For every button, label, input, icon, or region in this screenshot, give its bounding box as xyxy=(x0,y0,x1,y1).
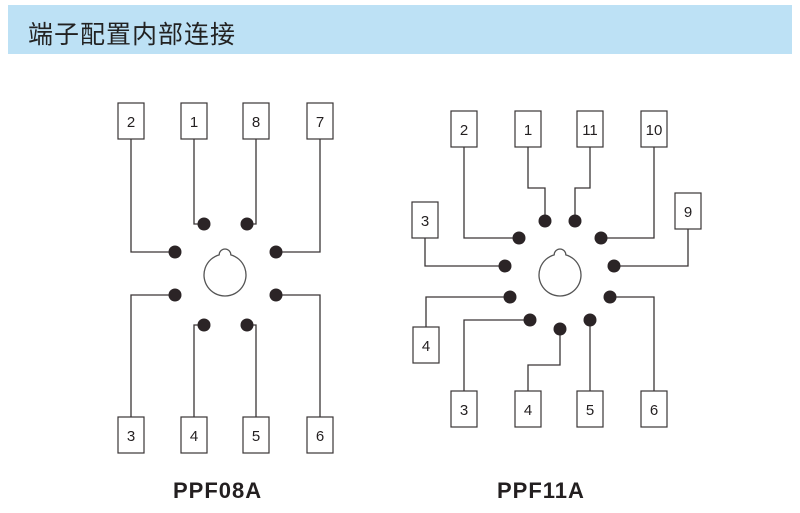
ppf08a-pin-4 xyxy=(269,245,283,259)
ppf11a-terminal-11-label: 11 xyxy=(582,122,598,139)
ppf11a-terminal-6-label: 6 xyxy=(650,402,658,419)
ppf08a-wire-3 xyxy=(130,294,175,417)
ppf08a-terminal-5-label: 5 xyxy=(252,428,260,445)
ppf11a-side-terminal-3-label: 3 xyxy=(421,213,429,230)
ppf11a-pin-1 xyxy=(512,231,526,245)
ppf08a-wire-1 xyxy=(193,139,204,225)
ppf08a-key-socket xyxy=(203,248,247,297)
ppf11a-wire-9 xyxy=(614,229,689,267)
ppf11a-wire-10 xyxy=(601,147,655,239)
ppf11a-pin-7 xyxy=(503,290,517,304)
ppf11a-terminal-6-box xyxy=(640,390,668,428)
ppf08a-terminal-5-box xyxy=(242,416,270,454)
ppf11a-wire-4 xyxy=(527,329,561,391)
ppf08a-wire-4 xyxy=(193,324,204,417)
ppf11a-wire-4s xyxy=(425,296,510,327)
ppf11a-terminal-4-box xyxy=(514,390,542,428)
ppf11a-terminal-1-label: 1 xyxy=(524,122,532,139)
ppf11a-pin-9 xyxy=(523,313,537,327)
ppf11a-wire-1 xyxy=(527,147,546,221)
ppf11a-terminal-4-label: 4 xyxy=(524,402,532,419)
ppf08a-wire-2 xyxy=(130,139,175,253)
ppf11a-wire-3s xyxy=(424,238,505,267)
ppf11a-terminal-10-box xyxy=(640,110,668,148)
ppf08a-terminal-6-box xyxy=(306,416,334,454)
ppf08a-terminal-8-label: 8 xyxy=(252,114,260,131)
ppf11a-wire-6 xyxy=(610,296,655,391)
ppf08a-terminal-1-label: 1 xyxy=(190,114,198,131)
header-banner: 端子配置内部连接 xyxy=(8,5,792,54)
ppf11a-key-socket xyxy=(538,248,582,297)
ppf11a-terminal-2-box xyxy=(450,110,478,148)
ppf11a-terminal-5-box xyxy=(576,390,604,428)
ppf11a-pin-5 xyxy=(498,259,512,273)
ppf08a-pin-5 xyxy=(168,288,182,302)
ppf11a-terminal-1-box xyxy=(514,110,542,148)
ppf11a-terminal-3-box xyxy=(450,390,478,428)
ppf08a-terminal-2-label: 2 xyxy=(127,114,135,131)
ppf11a-wire-3 xyxy=(463,319,530,391)
page-title: 端子配置内部连接 xyxy=(28,20,237,49)
ppf11a-side-terminal-3-box xyxy=(411,201,439,239)
ppf08a-wire-8 xyxy=(247,139,257,225)
ppf08a-terminal-1-box xyxy=(180,102,208,140)
ppf11a-pin-6 xyxy=(607,259,621,273)
ppf08a-terminal-7-box xyxy=(306,102,334,140)
ppf11a-terminal-2-label: 2 xyxy=(460,122,468,139)
ppf11a-side-terminal-4-label: 4 xyxy=(422,338,430,355)
ppf08a-terminal-8-box xyxy=(242,102,270,140)
ppf08a-wire-6 xyxy=(276,294,321,417)
ppf08a-wire-5 xyxy=(247,324,257,417)
ppf11a-terminal-11-box xyxy=(576,110,604,148)
ppf08a-terminal-7-label: 7 xyxy=(316,114,324,131)
ppf08a-pin-2 xyxy=(197,217,211,231)
ppf11a-wire-11 xyxy=(574,147,591,221)
ppf11a-pin-3 xyxy=(568,214,582,228)
ppf08a-pin-1 xyxy=(168,245,182,259)
ppf11a-terminal-10-label: 10 xyxy=(646,122,663,139)
ppf08a-pin-6 xyxy=(197,318,211,332)
ppf08a-terminal-3-box xyxy=(117,416,145,454)
ppf08a-pin-8 xyxy=(269,288,283,302)
ppf11a-side-terminal-9-box xyxy=(674,192,702,230)
ppf08a-wire-7 xyxy=(276,139,321,253)
ppf11a-terminal-5-label: 5 xyxy=(586,402,594,419)
ppf08a-terminal-4-box xyxy=(180,416,208,454)
ppf11a-wire-2 xyxy=(463,147,519,239)
ppf08a-terminal-4-label: 4 xyxy=(190,428,198,445)
ppf11a-pin-8 xyxy=(603,290,617,304)
ppf11a-pin-2 xyxy=(538,214,552,228)
ppf11a-side-terminal-9-label: 9 xyxy=(684,204,692,221)
ppf08a-pin-3 xyxy=(240,217,254,231)
ppf08a-pin-7 xyxy=(240,318,254,332)
ppf08a-terminal-2-box xyxy=(117,102,145,140)
ppf11a-pin-4 xyxy=(594,231,608,245)
ppf11a-side-terminal-4-box xyxy=(412,326,440,364)
ppf08a-terminal-3-label: 3 xyxy=(127,428,135,445)
ppf11a-pin-11 xyxy=(583,313,597,327)
ppf11a-terminal-3-label: 3 xyxy=(460,402,468,419)
model-label-ppf08a: PPF08A xyxy=(173,478,263,503)
ppf08a-terminal-6-label: 6 xyxy=(316,428,324,445)
model-label-ppf11a: PPF11A xyxy=(497,478,585,503)
ppf11a-pin-10 xyxy=(553,322,567,336)
